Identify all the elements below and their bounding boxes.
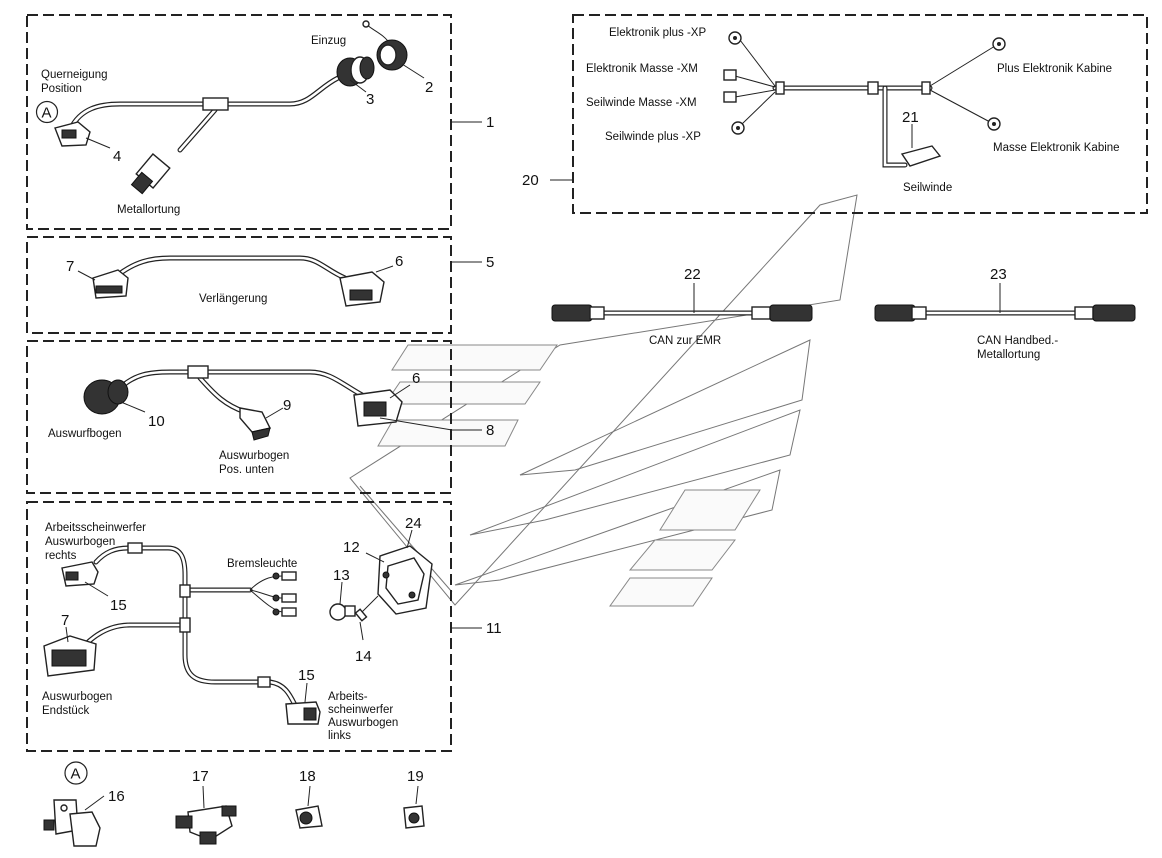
brake-light-wires (249, 571, 297, 617)
connector-6-b (353, 389, 403, 427)
harness-20 (734, 39, 996, 168)
svg-text:A: A (71, 766, 81, 783)
label-einzug: Einzug (311, 35, 346, 47)
harness-5 (115, 255, 348, 281)
label-verlaengerung: Verlängerung (199, 293, 267, 305)
can-cable-22 (551, 304, 813, 322)
callout-2: 2 (425, 79, 433, 96)
callout-11: 11 (486, 620, 502, 637)
callout-13: 13 (333, 567, 350, 584)
group-20-frame (572, 14, 1148, 214)
callout-a-marker: A (35, 100, 59, 124)
callout-23: 23 (990, 266, 1007, 283)
bulb-13 (329, 603, 356, 621)
callout-12: 12 (343, 539, 360, 556)
label-querneigung-1: Querneigung (41, 69, 108, 81)
sensor-16 (43, 799, 101, 847)
callout-14: 14 (355, 648, 372, 665)
callout-9: 9 (283, 397, 291, 414)
connector-15-a (61, 561, 99, 587)
harness-1 (67, 75, 341, 153)
callout-a-marker-bottom: A (64, 761, 88, 785)
clamp-18 (295, 805, 323, 829)
group-8-frame (26, 340, 452, 494)
relay-21 (900, 145, 942, 167)
connector-7-a (92, 269, 129, 299)
connector-15-b (285, 701, 321, 725)
connector-7-b (43, 635, 97, 677)
group-5-frame (26, 236, 452, 334)
label-can-emr: CAN zur EMR (649, 335, 721, 347)
svg-text:A: A (42, 105, 52, 122)
connector-6-a (339, 271, 385, 307)
callout-19: 19 (407, 768, 424, 785)
label-plus-elektronik-kabine: Plus Elektronik Kabine (997, 63, 1112, 75)
callout-20: 20 (522, 172, 539, 189)
clamp-19 (403, 805, 425, 829)
label-arbeits-links-3: Auswurbogen (328, 717, 398, 729)
label-auswurfbogen-pos-2: Pos. unten (219, 464, 274, 476)
connector-metallortung (130, 152, 171, 195)
label-elektronik-plus-xp: Elektronik plus -XP (609, 27, 706, 39)
harness-8 (117, 365, 365, 415)
label-auswurfbogen-pos-1: Auswurbogen (219, 450, 289, 462)
callout-6-a: 6 (395, 253, 403, 270)
label-metallortung: Metallortung (117, 204, 180, 216)
label-auswurfbogen: Auswurfbogen (48, 428, 122, 440)
label-can-handbed-1: CAN Handbed.- (977, 335, 1058, 347)
label-arbeits-rechts-1: Arbeitsscheinwerfer (45, 522, 146, 534)
callout-7-a: 7 (66, 258, 74, 275)
label-arbeits-links-4: links (328, 730, 351, 742)
label-arbeits-links-1: Arbeits- (328, 691, 368, 703)
callout-3: 3 (366, 91, 374, 108)
callout-5: 5 (486, 254, 494, 271)
callout-4: 4 (113, 148, 121, 165)
label-arbeits-rechts-3: rechts (45, 550, 77, 562)
callout-22: 22 (684, 266, 701, 283)
t-connector-17 (175, 805, 237, 845)
label-arbeits-links-2: scheinwerfer (328, 704, 393, 716)
callout-10: 10 (148, 413, 165, 430)
plug-cap-2 (362, 20, 408, 71)
callout-15-a: 15 (110, 597, 127, 614)
callout-8: 8 (486, 422, 494, 439)
callout-7-b: 7 (61, 612, 69, 629)
label-endstueck-2: Endstück (42, 705, 90, 717)
label-seilwinde-masse-xm: Seilwinde Masse -XM (586, 97, 697, 109)
callout-1: 1 (486, 114, 494, 131)
connector-3 (336, 56, 375, 87)
screw-14 (354, 595, 379, 622)
callout-24: 24 (405, 515, 422, 532)
connector-9 (239, 407, 272, 441)
label-seilwinde-plus-xp: Seilwinde plus -XP (605, 131, 701, 143)
callout-17: 17 (192, 768, 209, 785)
label-elektronik-masse-xm: Elektronik Masse -XM (586, 63, 698, 75)
callout-6-b: 6 (412, 370, 420, 387)
label-arbeits-rechts-2: Auswurbogen (45, 536, 115, 548)
callout-16: 16 (108, 788, 125, 805)
label-seilwinde: Seilwinde (903, 182, 952, 194)
connector-4 (54, 121, 91, 147)
cable-lugs-20 (723, 31, 1006, 135)
label-masse-elektronik-kabine: Masse Elektronik Kabine (993, 142, 1120, 154)
label-querneigung-2: Position (41, 83, 82, 95)
connector-10 (83, 379, 129, 415)
label-bremsleuchte: Bremsleuchte (227, 558, 297, 570)
label-can-handbed-2: Metallortung (977, 349, 1040, 361)
work-light-24 (377, 545, 433, 615)
group-11-frame (26, 501, 452, 752)
label-endstueck-1: Auswurbogen (42, 691, 112, 703)
callout-21: 21 (902, 109, 919, 126)
callout-18: 18 (299, 768, 316, 785)
can-cable-23 (874, 304, 1136, 322)
brand-logo-watermark (349, 194, 858, 607)
callout-15-b: 15 (298, 667, 315, 684)
